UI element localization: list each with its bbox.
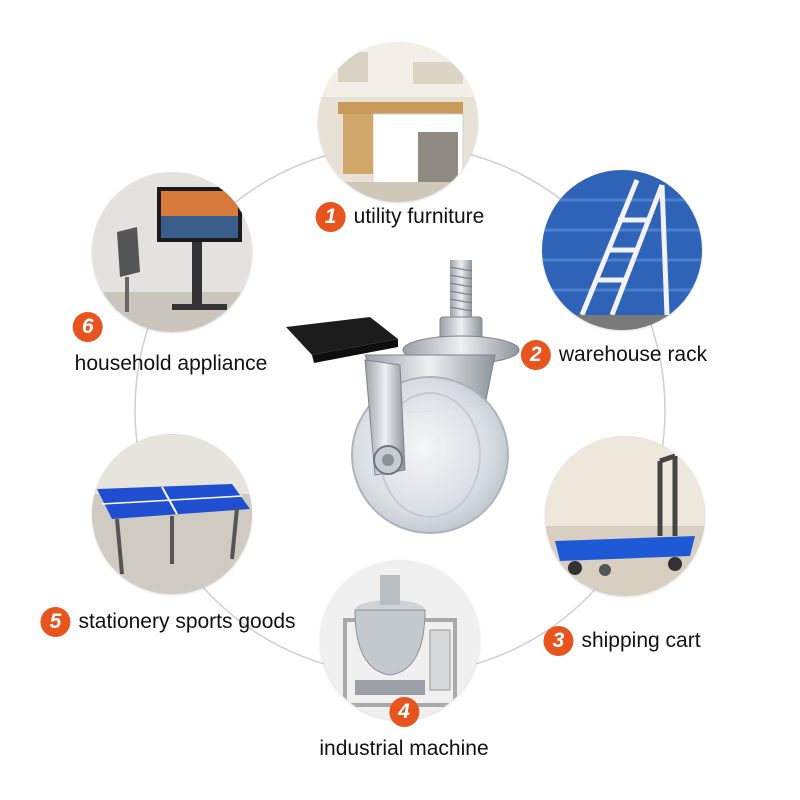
- application-label-5: 5 stationery sports goods: [40, 607, 296, 637]
- sports-goods-photo: [92, 434, 252, 594]
- rolling-ladder-icon: [542, 170, 702, 330]
- kitchen-cart-icon: [318, 42, 478, 202]
- badge-number: 6: [72, 312, 103, 342]
- badge-number: 5: [40, 607, 71, 637]
- industrial-machine-photo: [320, 560, 480, 720]
- household-appliance-photo: [92, 172, 252, 332]
- shipping-cart-photo: [545, 436, 705, 596]
- application-name: household appliance: [74, 352, 268, 375]
- cooking-kettle-machine-icon: [320, 560, 480, 720]
- brake-caster-wheel-icon: [286, 260, 520, 534]
- application-name: industrial machine: [319, 737, 489, 760]
- application-label-4: 4 industrial machine: [319, 697, 489, 761]
- application-name: utility furniture: [353, 205, 485, 228]
- badge-number: 1: [315, 202, 346, 232]
- platform-trolley-icon: [545, 436, 705, 596]
- utility-furniture-photo: [318, 42, 478, 202]
- badge-number: 2: [520, 340, 551, 370]
- application-label-3: 3 shipping cart: [543, 626, 701, 656]
- badge-number: 4: [388, 697, 419, 727]
- badge-number: 3: [543, 626, 574, 656]
- application-name: shipping cart: [581, 629, 701, 652]
- application-label-6: 6 household appliance: [72, 312, 268, 376]
- ping-pong-table-icon: [92, 434, 252, 594]
- application-label-1: 1 utility furniture: [315, 202, 485, 232]
- application-name: stationery sports goods: [78, 610, 296, 633]
- tv-stand-icon: [92, 172, 252, 332]
- application-name: warehouse rack: [558, 343, 708, 366]
- application-label-2: 2 warehouse rack: [520, 340, 708, 370]
- warehouse-rack-photo: [542, 170, 702, 330]
